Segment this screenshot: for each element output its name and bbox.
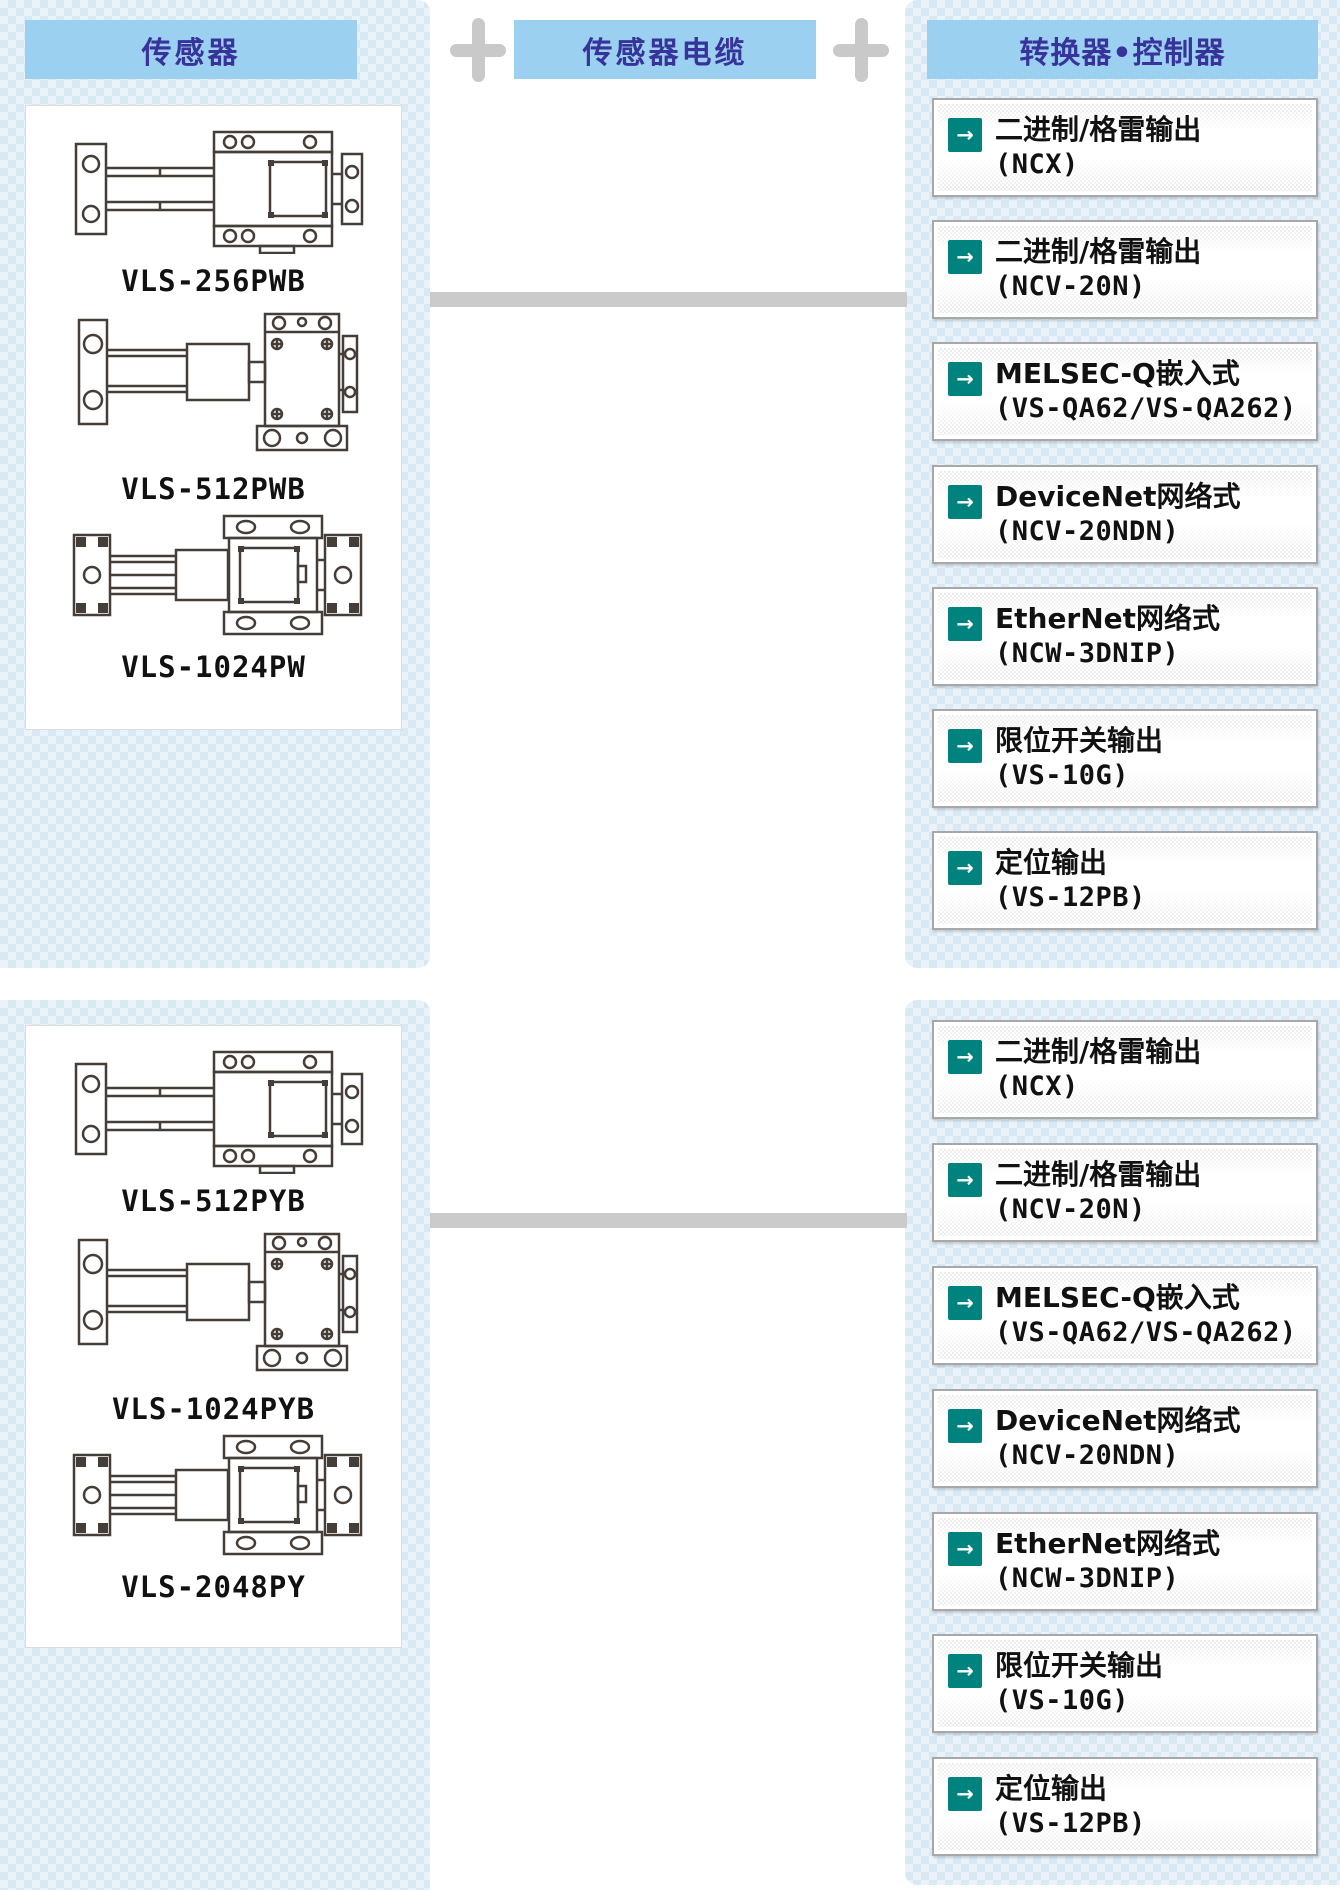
- controller-title: 二进制/格雷输出: [995, 1158, 1202, 1191]
- arrow-icon: →: [948, 607, 982, 641]
- controller-title: 二进制/格雷输出: [995, 1035, 1202, 1068]
- controller-item-vs-12pb[interactable]: → 定位输出 (VS-12PB): [932, 831, 1318, 930]
- controller-item-vs-qa62[interactable]: → MELSEC-Q嵌入式 (VS-QA62/VS-QA262): [932, 1266, 1318, 1365]
- arrow-icon: →: [948, 1654, 982, 1688]
- controller-item-ncv-20ndn[interactable]: → DeviceNet网络式 (NCV-20NDN): [932, 1389, 1318, 1488]
- controller-item-ncx[interactable]: → 二进制/格雷输出 (NCX): [932, 1020, 1318, 1119]
- arrow-icon: →: [948, 1286, 982, 1320]
- arrow-icon: →: [948, 851, 982, 885]
- controller-item-vs-10g[interactable]: → 限位开关输出 (VS-10G): [932, 709, 1318, 808]
- controller-model: (VS-10G): [995, 760, 1130, 791]
- sensor-model-label: VLS-512PWB: [121, 472, 306, 506]
- controller-model: (NCV-20N): [995, 271, 1146, 302]
- column-header-sensor-cable-label: 传感器电缆: [582, 35, 748, 71]
- controller-model: (NCX): [995, 149, 1079, 180]
- arrow-icon: →: [948, 1532, 982, 1566]
- controller-title: 二进制/格雷输出: [995, 235, 1202, 268]
- cable-connector-bar-bottom: [430, 1213, 907, 1228]
- arrow-icon: →: [948, 1040, 982, 1074]
- arrow-icon: →: [948, 1409, 982, 1443]
- sensor-item-vls-256pwb[interactable]: VLS-256PWB: [26, 124, 401, 298]
- controller-item-ncw-3dnip[interactable]: → EtherNet网络式 (NCW-3DNIP): [932, 1512, 1318, 1611]
- sensor-model-label: VLS-256PWB: [121, 264, 306, 298]
- controller-title: MELSEC-Q嵌入式: [995, 357, 1240, 390]
- sensor-item-vls-512pwb[interactable]: VLS-512PWB: [26, 292, 401, 506]
- controller-title: 限位开关输出: [995, 1649, 1164, 1682]
- sensor-model-label: VLS-512PYB: [121, 1184, 306, 1218]
- column-header-converter-controller: 转换器•控制器: [927, 20, 1318, 79]
- arrow-icon: →: [948, 240, 982, 274]
- sensor-diagram: [64, 124, 364, 254]
- controller-model: (NCV-20NDN): [995, 516, 1180, 547]
- sensor-diagram: [69, 292, 359, 462]
- controller-title: EtherNet网络式: [995, 602, 1221, 635]
- sensor-box-top: VLS-256PWB VLS-512PWB VLS-1024PW: [25, 105, 402, 730]
- plus-icon: [833, 18, 889, 82]
- sensor-diagram: [64, 1044, 364, 1174]
- controller-model: (VS-QA62/VS-QA262): [995, 1317, 1297, 1348]
- controller-item-ncv-20n[interactable]: → 二进制/格雷输出 (NCV-20N): [932, 1143, 1318, 1242]
- controller-item-ncx[interactable]: → 二进制/格雷输出 (NCX): [932, 98, 1318, 197]
- controller-item-ncv-20ndn[interactable]: → DeviceNet网络式 (NCV-20NDN): [932, 465, 1318, 564]
- controller-title: 限位开关输出: [995, 724, 1164, 757]
- sensor-item-vls-1024pyb[interactable]: VLS-1024PYB: [26, 1212, 401, 1426]
- controller-item-vs-10g[interactable]: → 限位开关输出 (VS-10G): [932, 1634, 1318, 1733]
- column-header-sensor-label: 传感器: [141, 35, 241, 71]
- plus-icon: [450, 18, 506, 82]
- controller-model: (VS-QA62/VS-QA262): [995, 393, 1297, 424]
- arrow-icon: →: [948, 485, 982, 519]
- sensor-item-vls-512pyb[interactable]: VLS-512PYB: [26, 1044, 401, 1218]
- controller-title: 定位输出: [995, 846, 1108, 879]
- sensor-box-bottom: VLS-512PYB VLS-1024PYB VLS-2048PY: [25, 1025, 402, 1648]
- controller-item-ncw-3dnip[interactable]: → EtherNet网络式 (NCW-3DNIP): [932, 587, 1318, 686]
- sensor-item-vls-2048py[interactable]: VLS-2048PY: [26, 1430, 401, 1604]
- controller-model: (NCW-3DNIP): [995, 1563, 1180, 1594]
- controller-title: 二进制/格雷输出: [995, 113, 1202, 146]
- sensor-diagram: [64, 510, 364, 640]
- controller-model: (NCX): [995, 1071, 1079, 1102]
- controller-model: (VS-10G): [995, 1685, 1130, 1716]
- controller-title: EtherNet网络式: [995, 1527, 1221, 1560]
- sensor-model-label: VLS-1024PYB: [111, 1392, 316, 1426]
- column-header-converter-controller-label: 转换器•控制器: [1019, 35, 1226, 71]
- arrow-icon: →: [948, 1777, 982, 1811]
- controller-item-vs-12pb[interactable]: → 定位输出 (VS-12PB): [932, 1757, 1318, 1856]
- controller-model: (NCV-20N): [995, 1194, 1146, 1225]
- controller-title: 定位输出: [995, 1772, 1108, 1805]
- sensor-item-vls-1024pw[interactable]: VLS-1024PW: [26, 510, 401, 684]
- arrow-icon: →: [948, 1163, 982, 1197]
- arrow-icon: →: [948, 729, 982, 763]
- controller-title: DeviceNet网络式: [995, 480, 1241, 513]
- sensor-diagram: [64, 1430, 364, 1560]
- controller-model: (NCW-3DNIP): [995, 638, 1180, 669]
- column-header-sensor: 传感器: [25, 20, 357, 79]
- sensor-model-label: VLS-2048PY: [121, 1570, 306, 1604]
- controller-item-ncv-20n[interactable]: → 二进制/格雷输出 (NCV-20N): [932, 220, 1318, 319]
- sensor-diagram: [69, 1212, 359, 1382]
- controller-title: DeviceNet网络式: [995, 1404, 1241, 1437]
- column-header-sensor-cable: 传感器电缆: [514, 20, 816, 79]
- controller-title: MELSEC-Q嵌入式: [995, 1281, 1240, 1314]
- arrow-icon: →: [948, 362, 982, 396]
- arrow-icon: →: [948, 118, 982, 152]
- controller-model: (VS-12PB): [995, 1808, 1146, 1839]
- controller-model: (VS-12PB): [995, 882, 1146, 913]
- controller-item-vs-qa62[interactable]: → MELSEC-Q嵌入式 (VS-QA62/VS-QA262): [932, 342, 1318, 441]
- sensor-model-label: VLS-1024PW: [121, 650, 306, 684]
- cable-connector-bar-top: [430, 292, 907, 307]
- controller-model: (NCV-20NDN): [995, 1440, 1180, 1471]
